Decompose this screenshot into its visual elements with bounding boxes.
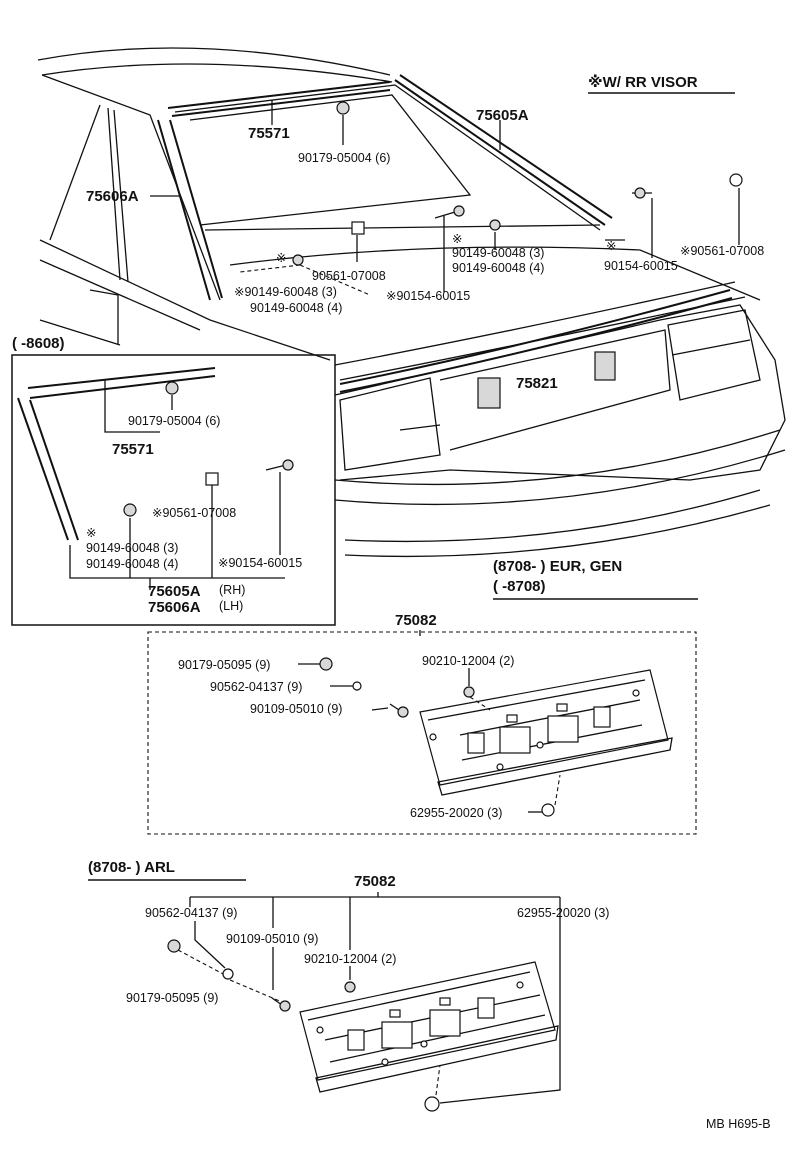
label-90149-60048-3b: 90149-60048 (3) [452, 246, 544, 260]
screw-icon [434, 211, 456, 219]
label-90561-07008b: ※90561-07008 [680, 244, 764, 258]
car-body-illustration [37, 47, 786, 558]
inset-label-90561-07008: ※90561-07008 [152, 506, 236, 520]
clip-icon [165, 381, 179, 395]
inset-label-75606a: 75606A [148, 599, 201, 616]
arl-assembly-label: 75082 [354, 873, 396, 890]
eur-leaders [298, 663, 561, 813]
label-90561-07008: 90561-07008 [312, 269, 386, 283]
label-star-c: ※ [606, 239, 616, 253]
inset-leaders [69, 380, 285, 590]
clip-icon [351, 221, 365, 235]
clip-icon [292, 254, 304, 266]
grommet-icon [344, 981, 356, 993]
inset-label-90154-60015: ※90154-60015 [218, 556, 302, 570]
label-90149-60048-3: ※90149-60048 (3) [234, 285, 337, 299]
inset-mouldings [17, 367, 294, 541]
diagram-code: MB H695-B [706, 1117, 771, 1131]
inset-label-75571: 75571 [112, 441, 154, 458]
eur-label-90179-05095: 90179-05095 (9) [178, 658, 270, 672]
license-plate-bracket-arl [299, 961, 559, 1093]
label-75605a: 75605A [476, 107, 529, 124]
nut-icon [167, 939, 181, 953]
leaders-top [150, 100, 740, 296]
clip-icon [205, 472, 219, 486]
inset-label-90179-05004: 90179-05004 (6) [128, 414, 220, 428]
screw-head-icon [397, 706, 409, 718]
label-90154-60015b: 90154-60015 [604, 259, 678, 273]
inset-label-75605a: 75605A [148, 583, 201, 600]
label-90149-60048-4: 90149-60048 (4) [250, 301, 342, 315]
nut-icon [319, 657, 333, 671]
arl-label-62955-20020: 62955-20020 (3) [517, 906, 609, 920]
label-90179-05004: 90179-05004 (6) [298, 151, 390, 165]
clip-icon [489, 219, 501, 231]
eur-range-label-2: ( -8708) [493, 578, 546, 595]
label-75606a: 75606A [86, 188, 139, 205]
arl-fasteners [167, 939, 440, 1112]
inset-label-90149-60048-3: 90149-60048 (3) [86, 541, 178, 555]
arl-label-90109-05010: 90109-05010 (9) [226, 932, 318, 946]
screw-head-icon [634, 187, 646, 199]
eur-label-90210-12004: 90210-12004 (2) [422, 654, 514, 668]
label-75821: 75821 [516, 375, 558, 392]
eur-range-label: (8708- ) EUR, GEN [493, 558, 622, 575]
arl-leaders [177, 892, 561, 1104]
arl-label-90179-05095: 90179-05095 (9) [126, 991, 218, 1005]
grommet-icon [541, 803, 555, 817]
label-star-a: ※ [276, 251, 286, 265]
eur-dashed-frame [147, 631, 697, 835]
arl-label-90562-04137: 90562-04137 (9) [145, 906, 237, 920]
inset-label-rh: (RH) [219, 583, 245, 597]
grommet-icon [424, 1096, 440, 1112]
label-90154-60015: ※90154-60015 [386, 289, 470, 303]
trunk-lamp-left [477, 377, 501, 409]
note-visor-label: ※W/ RR VISOR [588, 73, 698, 91]
label-90149-60048-4b: 90149-60048 (4) [452, 261, 544, 275]
eur-label-62955-20020: 62955-20020 (3) [410, 806, 502, 820]
inset-label-lh: (LH) [219, 599, 243, 613]
clip-icon [123, 503, 137, 517]
moulding-group-top [157, 74, 733, 393]
clips-top [292, 101, 743, 266]
eur-label-90109-05010: 90109-05010 (9) [250, 702, 342, 716]
screw-head-icon [282, 459, 294, 471]
eur-assembly-label: 75082 [395, 612, 437, 629]
arl-label-90210-12004: 90210-12004 (2) [304, 952, 396, 966]
license-plate-bracket-eur [419, 669, 673, 796]
eur-label-90562-04137: 90562-04137 (9) [210, 680, 302, 694]
washer-icon [222, 968, 234, 980]
arl-range-label: (8708- ) ARL [88, 859, 175, 876]
grommet-icon [463, 686, 475, 698]
inset-label-star: ※ [86, 526, 96, 540]
screw-head-icon [279, 1000, 291, 1012]
clip-icon [729, 173, 743, 187]
label-date-range-8608: ( -8608) [12, 335, 65, 352]
inset-label-90149-60048-4: 90149-60048 (4) [86, 557, 178, 571]
label-star-b: ※ [452, 232, 462, 246]
screw-head-icon [453, 205, 465, 217]
trunk-lamp-right [594, 351, 616, 381]
clip-icon [336, 101, 350, 115]
inset-frame [11, 354, 336, 626]
washer-icon [352, 681, 362, 691]
label-75571: 75571 [248, 125, 290, 142]
